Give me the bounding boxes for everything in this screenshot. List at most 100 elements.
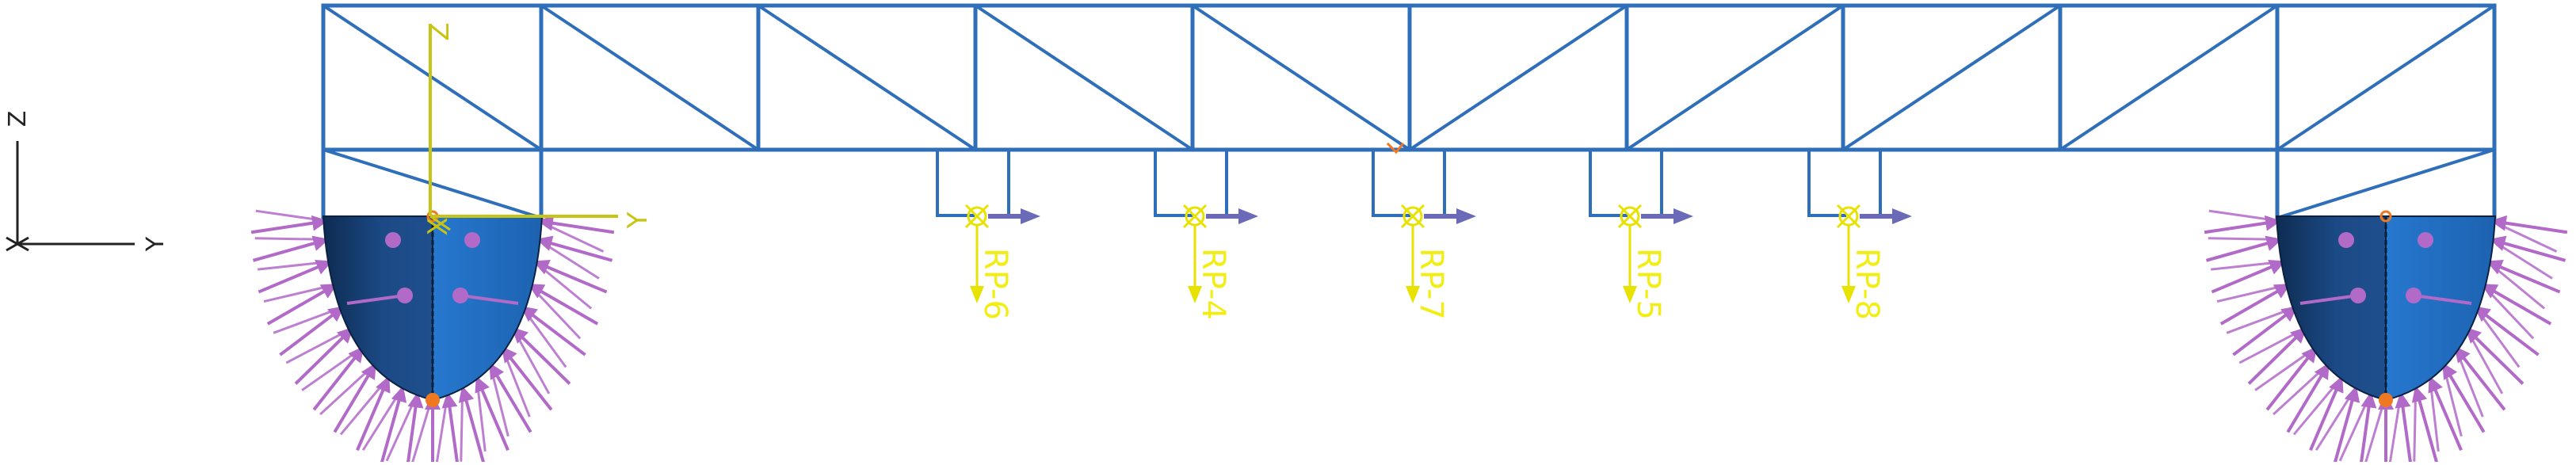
pressure-arrow-secondary <box>2486 261 2546 310</box>
pressure-arrow <box>2411 385 2439 464</box>
float-half-right <box>2385 215 2497 402</box>
pressure-arrow-secondary <box>2254 346 2318 391</box>
csys-x-label: X <box>422 217 454 235</box>
right-float <box>2275 210 2497 407</box>
truss-diagonal <box>2275 3 2497 152</box>
pressure-arrow <box>2333 385 2360 464</box>
pressure-arrow-secondary <box>435 393 449 465</box>
pressure-arrow-secondary <box>501 346 531 417</box>
pressure-arrow-secondary <box>2481 284 2535 340</box>
pressure-arrow-secondary <box>521 306 567 368</box>
pressure-arrow-secondary <box>2441 363 2463 437</box>
pressure-arrow <box>279 305 345 356</box>
pressure-arrow <box>2489 235 2566 262</box>
pressure-arrow <box>458 385 486 464</box>
float-internal-arrowhead <box>397 288 413 303</box>
float-internal-arrowhead <box>452 288 468 303</box>
truss-diagonal <box>539 3 761 152</box>
rp-marker-circle <box>1838 206 1859 227</box>
pressure-arrow-secondary <box>258 260 331 271</box>
pressure-arrow <box>475 375 509 452</box>
pressure-arrow-secondary <box>385 392 419 462</box>
pressure-arrow-secondary <box>2464 327 2504 394</box>
rp-5: RP-8 <box>1836 204 1912 320</box>
float-internal-arrow <box>2413 294 2472 305</box>
pressure-arrow-secondary <box>2211 260 2284 271</box>
pressure-arrow <box>356 375 391 452</box>
pressure-arrow <box>501 345 553 411</box>
float-internal-arrowhead <box>385 232 401 248</box>
left-float <box>322 210 544 407</box>
float-internal-arrowhead <box>2418 232 2433 248</box>
rp-hanger <box>1154 148 1193 217</box>
rp-stem-arrow <box>1406 286 1420 303</box>
rp-stem-arrow <box>1841 286 1856 303</box>
pressure-arrow-secondary <box>2315 386 2357 452</box>
pressure-arrow-secondary <box>488 363 509 437</box>
local-coordinate-system: Z Y X <box>422 22 654 235</box>
float-internal-arrowhead <box>464 232 480 248</box>
rp-stem-arrow <box>1623 286 1637 303</box>
pressure-arrow <box>2395 391 2413 465</box>
pressure-arrow-secondary <box>339 376 390 436</box>
pressure-arrow <box>266 283 338 326</box>
pressure-arrow-secondary <box>263 283 337 303</box>
pressure-arrow <box>2247 326 2307 385</box>
pressure-arrow-secondary <box>361 386 404 452</box>
triad-z-label: Z <box>4 111 32 128</box>
pressure-arrow <box>2441 362 2486 433</box>
connector-arrow-head <box>1456 208 1476 224</box>
pressure-arrow-secondary <box>2208 209 2280 223</box>
pressure-arrow <box>511 326 571 385</box>
truss-diagonal <box>1407 3 1629 152</box>
float-half-left <box>2275 215 2387 402</box>
truss-end-diagonal <box>321 147 544 220</box>
connector-arrow-head <box>1021 208 1040 224</box>
pressure-arrow-secondary <box>2226 306 2297 334</box>
pressure-arrow-secondary <box>2364 394 2387 465</box>
pressure-arrow-secondary <box>2474 306 2521 368</box>
rp-2: RP-4 <box>1182 204 1258 320</box>
pressure-arrow <box>532 260 608 294</box>
csys-z-label: Z <box>424 22 456 40</box>
pressure-arrow-secondary <box>533 261 593 310</box>
float-top-node <box>2379 210 2392 223</box>
pressure-arrow <box>294 326 354 385</box>
truss-diagonal <box>756 3 978 152</box>
truss-diagonal <box>321 3 544 152</box>
pressure-arrow-secondary <box>254 237 328 241</box>
pressure-arrow-secondary <box>255 209 327 223</box>
pressure-arrow-secondary <box>319 363 376 416</box>
pressure-arrow <box>258 260 333 294</box>
float-internal-arrow <box>346 294 406 305</box>
pressure-arrow-secondary <box>2238 326 2307 364</box>
pressure-arrow <box>2481 283 2552 326</box>
rp-marker-circle <box>1620 206 1640 227</box>
rp-label: RP-6 <box>977 248 1013 320</box>
pressure-arrow <box>252 235 330 262</box>
pressure-arrow <box>406 391 424 465</box>
pressure-arrow-secondary <box>2216 283 2290 303</box>
pressure-arrow <box>2265 345 2318 411</box>
rp-label: RP-8 <box>1849 248 1885 320</box>
rp-marker-x <box>1182 204 1208 229</box>
float-bottom-node <box>426 393 440 407</box>
pressure-arrow <box>312 345 364 411</box>
pressure-arrow <box>2490 215 2568 234</box>
rp-marker-x <box>1617 204 1643 229</box>
pressure-arrow-secondary <box>475 377 487 452</box>
truss-frame <box>321 3 2497 220</box>
pressure-arrow <box>2232 305 2298 356</box>
rp-4: RP-5 <box>1617 204 1693 320</box>
pressure-arrow-secondary <box>2292 376 2343 436</box>
csys-y-label: Y <box>622 212 654 229</box>
pressure-arrow-secondary <box>460 387 464 462</box>
pressure-arrow-secondary <box>536 238 600 280</box>
rp-label: RP-4 <box>1195 248 1231 320</box>
pontoon-floats <box>322 210 2497 407</box>
rp-3: RP-7 <box>1400 204 1476 320</box>
rp-hanger <box>1372 148 1410 217</box>
pressure-arrow-secondary <box>2454 346 2484 417</box>
